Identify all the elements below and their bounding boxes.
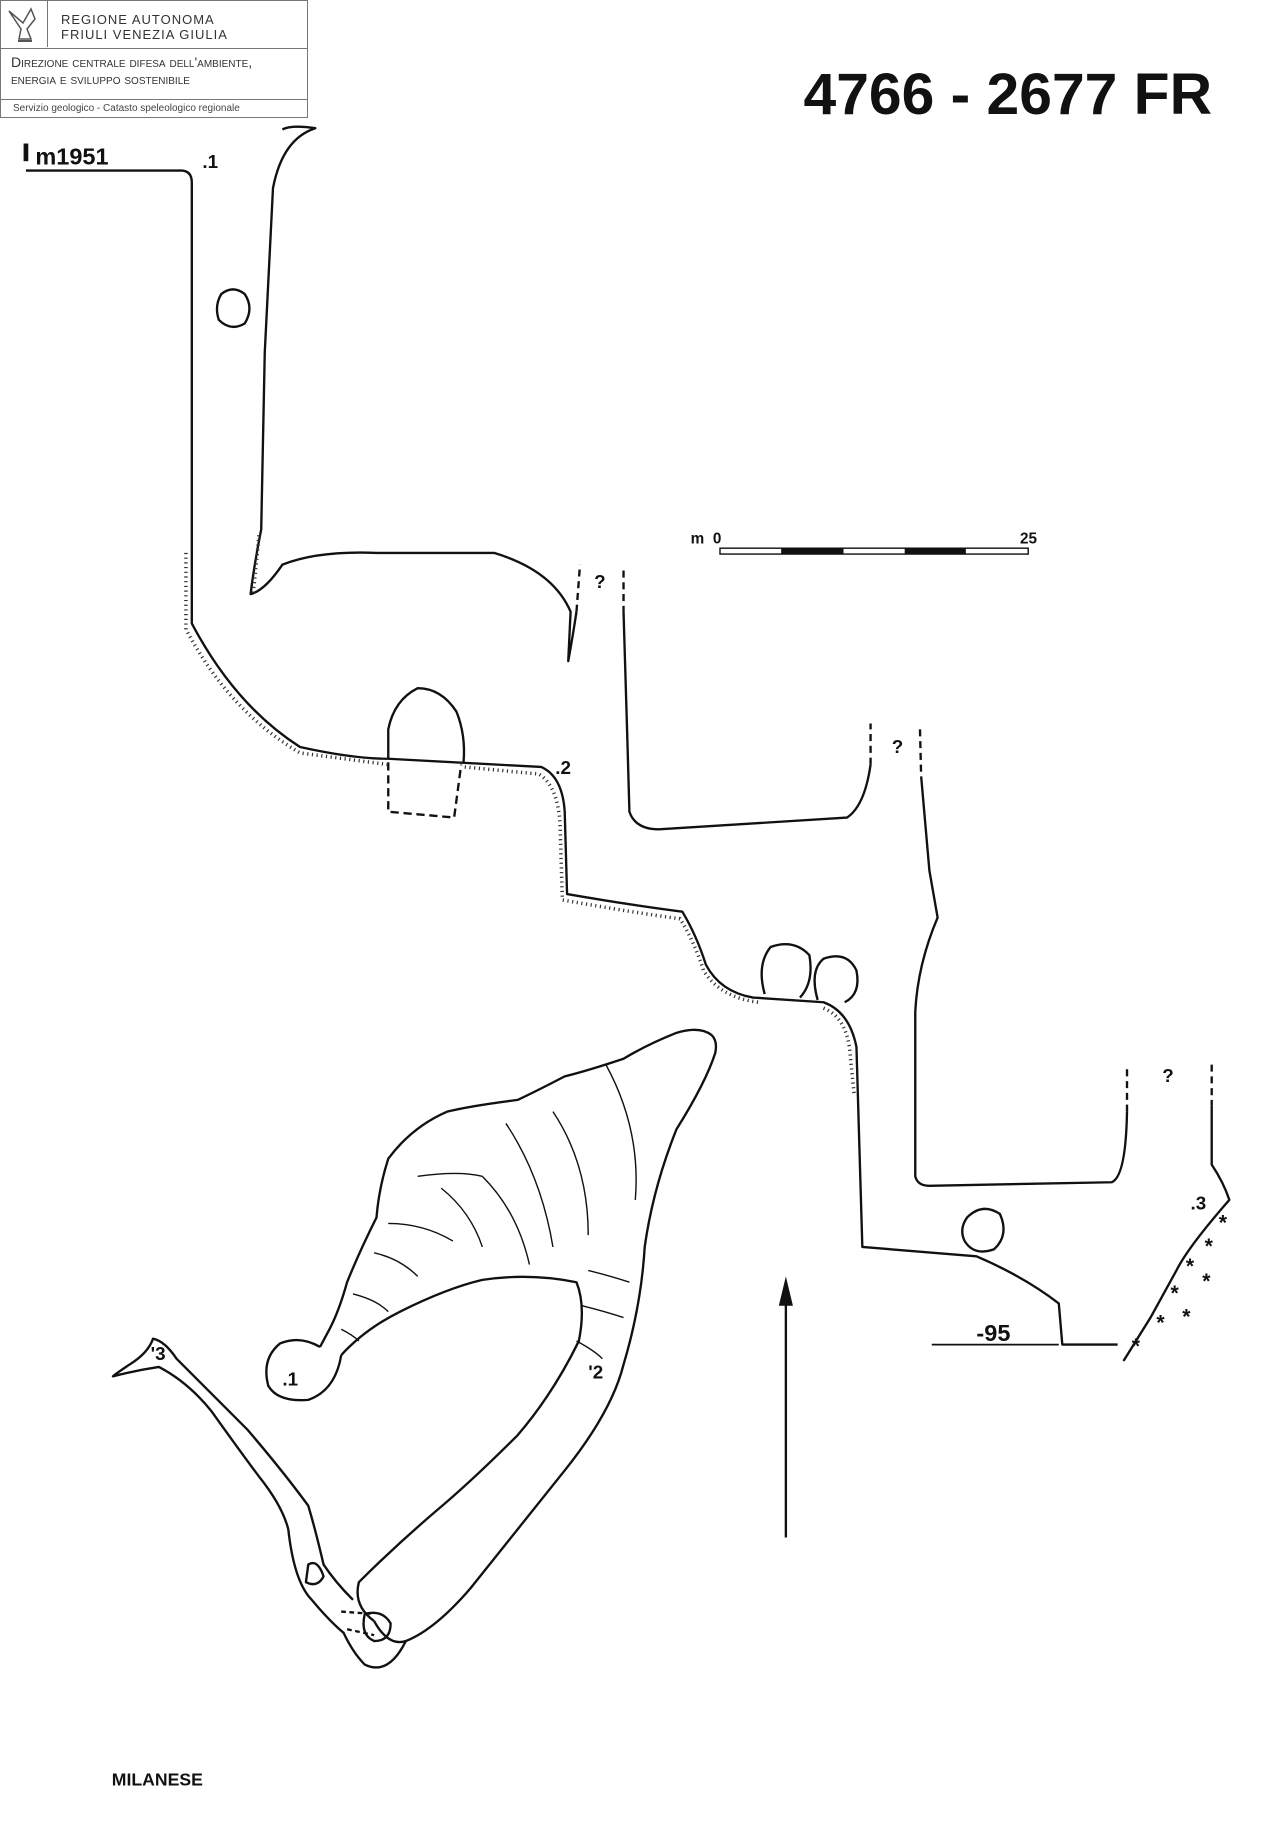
plan-outline xyxy=(318,1028,718,1644)
scale-unit: m xyxy=(691,530,705,547)
plan-dashed-passage xyxy=(341,1610,375,1637)
scale-bar: m 0 25 xyxy=(691,530,1037,555)
section-station-2: .2 xyxy=(555,757,571,778)
rock-block xyxy=(215,288,251,329)
section-dashed-wall xyxy=(918,729,923,777)
boulder xyxy=(760,943,812,999)
section-dashed-wall xyxy=(575,564,582,612)
plan-chamber-1 xyxy=(265,1338,343,1402)
cave-plan xyxy=(111,1028,718,1669)
svg-text:*: * xyxy=(1156,1311,1165,1334)
svg-text:*: * xyxy=(1205,1235,1214,1258)
boulder xyxy=(813,955,859,1004)
cave-catalog-number: 4766 - 2677 FR xyxy=(804,62,1213,127)
svg-text:*: * xyxy=(1182,1305,1191,1328)
svg-text:*: * xyxy=(1186,1255,1195,1278)
scale-start: 0 xyxy=(713,530,722,547)
plan-rock xyxy=(304,1561,325,1586)
boulder xyxy=(387,686,466,763)
entrance-elevation-label: m1951 xyxy=(35,144,108,170)
institution-header: REGIONE AUTONOMA FRIULI VENEZIA GIULIA D… xyxy=(0,0,308,118)
sediment-stipple xyxy=(184,535,856,1095)
breakdown-symbols: *** *** ** xyxy=(1132,1211,1228,1358)
unknown-continuation-3: ? xyxy=(1162,1065,1174,1086)
north-arrow-icon xyxy=(778,1276,793,1538)
section-shaft-3-wall xyxy=(914,776,1129,1187)
unknown-continuation-2: ? xyxy=(892,736,904,757)
department-line-2: energia e sviluppo sostenibile xyxy=(11,71,190,87)
plan-shaft-mouth xyxy=(362,1611,392,1643)
unknown-continuation-1: ? xyxy=(594,571,606,592)
plan-station-1: .1 xyxy=(282,1369,298,1390)
cave-section xyxy=(23,125,1231,1362)
svg-text:*: * xyxy=(1132,1335,1141,1358)
region-line-2: FRIULI VENEZIA GIULIA xyxy=(61,27,228,42)
plan-station-3: '3 xyxy=(151,1343,166,1364)
plan-branch-3 xyxy=(111,1337,407,1669)
rock-block xyxy=(961,1207,1005,1253)
boulder-buried-part xyxy=(387,762,463,819)
section-shaft-1-wall xyxy=(249,125,578,663)
region-line-1: REGIONE AUTONOMA xyxy=(61,12,215,27)
svg-text:*: * xyxy=(1219,1211,1228,1234)
slope-hachures xyxy=(340,1064,637,1360)
region-name: REGIONE AUTONOMA FRIULI VENEZIA GIULIA xyxy=(61,12,228,42)
scale-end: 25 xyxy=(1020,530,1037,547)
plan-station-2: '2 xyxy=(588,1362,603,1383)
department-line-1: Direzione centrale difesa dell'ambiente, xyxy=(11,54,253,70)
section-station-3: .3 xyxy=(1191,1192,1207,1213)
department-name: Direzione centrale difesa dell'ambiente,… xyxy=(1,48,307,100)
service-name: Servizio geologico - Catasto speleologic… xyxy=(13,103,240,114)
author-name: MILANESE xyxy=(112,1770,203,1790)
eagle-emblem-icon xyxy=(1,1,48,47)
svg-text:*: * xyxy=(1171,1282,1180,1305)
section-station-1: .1 xyxy=(202,151,218,172)
section-floor-outline xyxy=(25,169,1118,1346)
svg-text:*: * xyxy=(1202,1270,1211,1293)
depth-label: -95 xyxy=(976,1320,1010,1346)
section-right-wall xyxy=(1122,1105,1231,1362)
section-shaft-2-wall xyxy=(622,611,872,831)
